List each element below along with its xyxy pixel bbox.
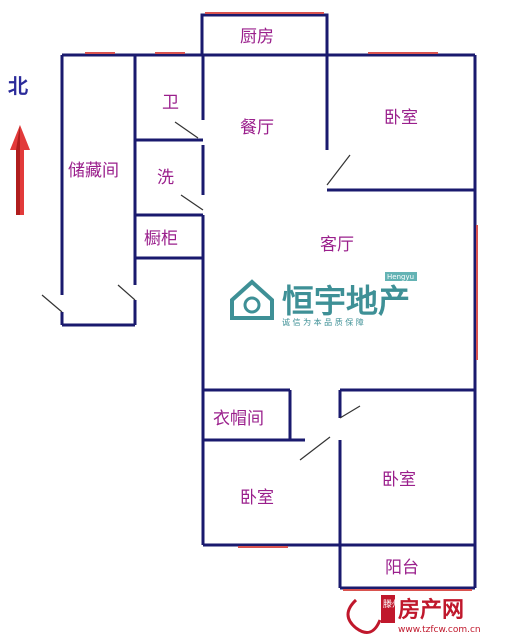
house-logo-icon [230,279,274,320]
north-label: 北 [8,74,28,98]
room-label-bedroom-sw: 卧室 [240,488,274,508]
room-label-dining: 餐厅 [240,118,274,138]
north-arrow-icon [10,125,30,215]
room-label-kitchen: 厨房 [240,27,274,47]
room-label-cloakroom: 衣帽间 [213,409,264,429]
site-city: 滕州 [383,598,401,610]
room-label-bedroom-se: 卧室 [382,470,416,490]
door-swings [41,121,361,461]
watermark-tag: Hengyu [387,273,414,281]
room-label-cabinet: 橱柜 [144,229,178,249]
room-label-laundry: 洗 [157,168,174,188]
room-label-storage: 储藏间 [68,161,119,181]
room-label-bathroom: 卫 [162,93,179,113]
watermark-tag-box [385,272,417,281]
e-swoosh-icon [346,598,382,634]
watermark-slogan: 诚 信 为 本 品 质 保 障 [282,317,364,327]
site-url: www.tzfcw.com.cn [398,625,481,635]
room-label-balcony: 阳台 [385,558,419,578]
room-label-bedroom-ne: 卧室 [384,108,418,128]
city-badge [381,595,395,623]
site-logo: 滕州 房产网 www.tzfcw.com.cn [346,595,481,635]
watermark-logo: Hengyu 恒宇地产 诚 信 为 本 品 质 保 障 [230,272,417,327]
room-label-living: 客厅 [320,235,354,255]
site-name: 房产网 [398,597,464,623]
walls [60,13,477,590]
windows [85,12,478,591]
watermark-brand: 恒宇地产 [282,282,410,320]
